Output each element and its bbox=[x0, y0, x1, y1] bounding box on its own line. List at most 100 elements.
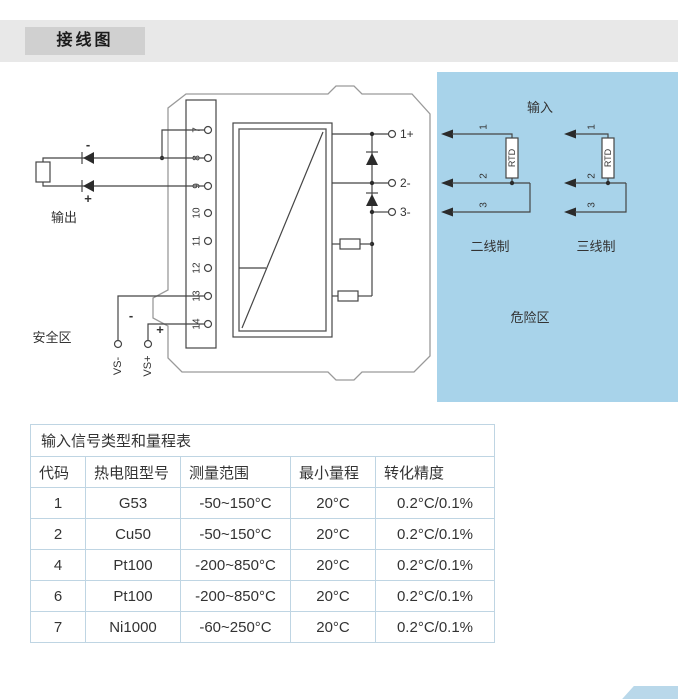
two-wire-rtd-group: RTD 1 2 3 二线制 bbox=[441, 124, 531, 254]
cell-accuracy: 0.2°C/0.1% bbox=[375, 549, 495, 581]
output-wire-plus bbox=[42, 182, 205, 187]
wire-number-1: 1 bbox=[587, 124, 598, 130]
terminal-circle-9 bbox=[203, 181, 213, 191]
cell-accuracy: 0.2°C/0.1% bbox=[375, 487, 495, 519]
table-row: 2 Cu50 -50~150°C 20°C 0.2°C/0.1% bbox=[30, 518, 495, 550]
rtd2-body bbox=[505, 137, 519, 179]
output-diode-1-icon bbox=[83, 152, 94, 164]
rtd2-wire-1 bbox=[452, 133, 513, 138]
wire-number-2: 2 bbox=[479, 173, 490, 179]
signal-range-table-grid: 输入信号类型和量程表 代码 热电阻型号 测量范围 最小量程 转化精度 1 G53… bbox=[30, 424, 495, 643]
cell-accuracy: 0.2°C/0.1% bbox=[375, 611, 495, 643]
terminal-circle-7 bbox=[203, 125, 213, 135]
output-plus-sign: + bbox=[84, 191, 92, 206]
isolator-box bbox=[232, 122, 333, 338]
rtd2-label: RTD bbox=[507, 148, 517, 167]
terminal-circle-13 bbox=[203, 291, 213, 301]
cell-code: 4 bbox=[30, 549, 86, 581]
hazard-zone-background bbox=[437, 72, 678, 402]
terminal-label-12: 12 bbox=[192, 262, 203, 274]
wire-number-3: 3 bbox=[479, 202, 490, 208]
terminal-circle-12 bbox=[203, 263, 213, 273]
output-diode-2-icon bbox=[83, 180, 94, 192]
cell-accuracy: 0.2°C/0.1% bbox=[375, 580, 495, 612]
terminal-circle-10 bbox=[203, 208, 213, 218]
cell-code: 2 bbox=[30, 518, 86, 550]
power-supply-circuit: - + VS- VS+ bbox=[112, 295, 205, 377]
cell-model: G53 bbox=[85, 487, 181, 519]
junction-dot bbox=[509, 180, 515, 186]
cell-code: 7 bbox=[30, 611, 86, 643]
table-row: 7 Ni1000 -60~250°C 20°C 0.2°C/0.1% bbox=[30, 611, 495, 643]
load-resistor bbox=[35, 161, 51, 183]
cell-model: Pt100 bbox=[85, 549, 181, 581]
output-label: 输出 bbox=[51, 210, 77, 225]
three-wire-rtd-group: RTD 1 2 3 三线制 bbox=[564, 124, 627, 254]
cell-range: -50~150°C bbox=[180, 487, 291, 519]
col-header-accuracy: 转化精度 bbox=[375, 456, 495, 488]
input-arrow-2-icon bbox=[564, 178, 576, 188]
vs-plus-wire bbox=[147, 323, 205, 340]
rtd3-label: RTD bbox=[603, 148, 613, 167]
input-arrow-1-icon bbox=[441, 129, 453, 139]
fuse-resistor-1 bbox=[339, 238, 361, 250]
isolator-diagonal bbox=[241, 131, 324, 329]
protection-diode-2-icon bbox=[366, 194, 378, 206]
input-terminal-1 bbox=[387, 129, 397, 139]
vs-plus-label: VS+ bbox=[142, 355, 154, 376]
col-header-range: 测量范围 bbox=[180, 456, 291, 488]
wire-number-3: 3 bbox=[587, 202, 598, 208]
wiring-diagram: 7 8 9 10 11 12 13 14 - + 输出 - bbox=[0, 72, 678, 402]
cell-model: Cu50 bbox=[85, 518, 181, 550]
terminal-circle-11 bbox=[203, 236, 213, 246]
footer-decoration bbox=[622, 686, 678, 699]
rtd3-body bbox=[601, 137, 615, 179]
terminal-strip: 7 8 9 10 11 12 13 14 bbox=[185, 99, 217, 349]
cell-range: -200~850°C bbox=[180, 549, 291, 581]
wiring-diagram-svg: 7 8 9 10 11 12 13 14 - + 输出 - bbox=[32, 72, 678, 402]
input-label: 输入 bbox=[527, 100, 553, 115]
three-wire-label: 三线制 bbox=[576, 239, 615, 254]
output-minus-sign: - bbox=[86, 137, 90, 152]
col-header-minspan: 最小量程 bbox=[290, 456, 376, 488]
junction-dot bbox=[369, 209, 375, 215]
table-row: 6 Pt100 -200~850°C 20°C 0.2°C/0.1% bbox=[30, 580, 495, 612]
table-title-row: 输入信号类型和量程表 bbox=[30, 424, 495, 457]
junction-dot bbox=[605, 180, 611, 186]
cell-code: 6 bbox=[30, 580, 86, 612]
input-terminal-2 bbox=[387, 178, 397, 188]
header-strip: 接线图 bbox=[0, 20, 678, 62]
rtd3-wire-1 bbox=[575, 133, 609, 138]
page-title: 接线图 bbox=[25, 27, 145, 55]
wire-number-1: 1 bbox=[479, 124, 490, 130]
terminal-circle-8 bbox=[203, 153, 213, 163]
output-wire-minus bbox=[42, 157, 205, 162]
cell-model: Ni1000 bbox=[85, 611, 181, 643]
terminal-circle-14 bbox=[203, 319, 213, 329]
cell-model: Pt100 bbox=[85, 580, 181, 612]
input-arrow-1-icon bbox=[564, 129, 576, 139]
col-header-code: 代码 bbox=[30, 456, 86, 488]
input-arrow-3-icon bbox=[441, 207, 453, 217]
safe-zone-label: 安全区 bbox=[32, 330, 71, 345]
vs-plus-sign: + bbox=[156, 322, 164, 337]
cell-range: -200~850°C bbox=[180, 580, 291, 612]
cell-minspan: 20°C bbox=[290, 611, 376, 643]
terminal-label-11: 11 bbox=[192, 235, 203, 246]
protection-diode-1-icon bbox=[366, 153, 378, 165]
cell-minspan: 20°C bbox=[290, 487, 376, 519]
hazard-zone-label: 危险区 bbox=[510, 310, 549, 325]
cell-minspan: 20°C bbox=[290, 518, 376, 550]
junction-dot bbox=[369, 131, 375, 137]
input-arrow-2-icon bbox=[441, 178, 453, 188]
input-terminal-3-label: 3- bbox=[400, 205, 411, 219]
rtd3-wire-3 bbox=[575, 183, 627, 213]
terminal-label-10: 10 bbox=[192, 207, 203, 219]
vs-minus-terminal bbox=[113, 339, 123, 349]
input-side-wiring: 1+ 2- 3- bbox=[332, 127, 414, 302]
input-arrow-3-icon bbox=[564, 207, 576, 217]
wire-number-2: 2 bbox=[587, 173, 598, 179]
terminal7-jumper-wire bbox=[161, 129, 205, 158]
cell-minspan: 20°C bbox=[290, 580, 376, 612]
cell-accuracy: 0.2°C/0.1% bbox=[375, 518, 495, 550]
